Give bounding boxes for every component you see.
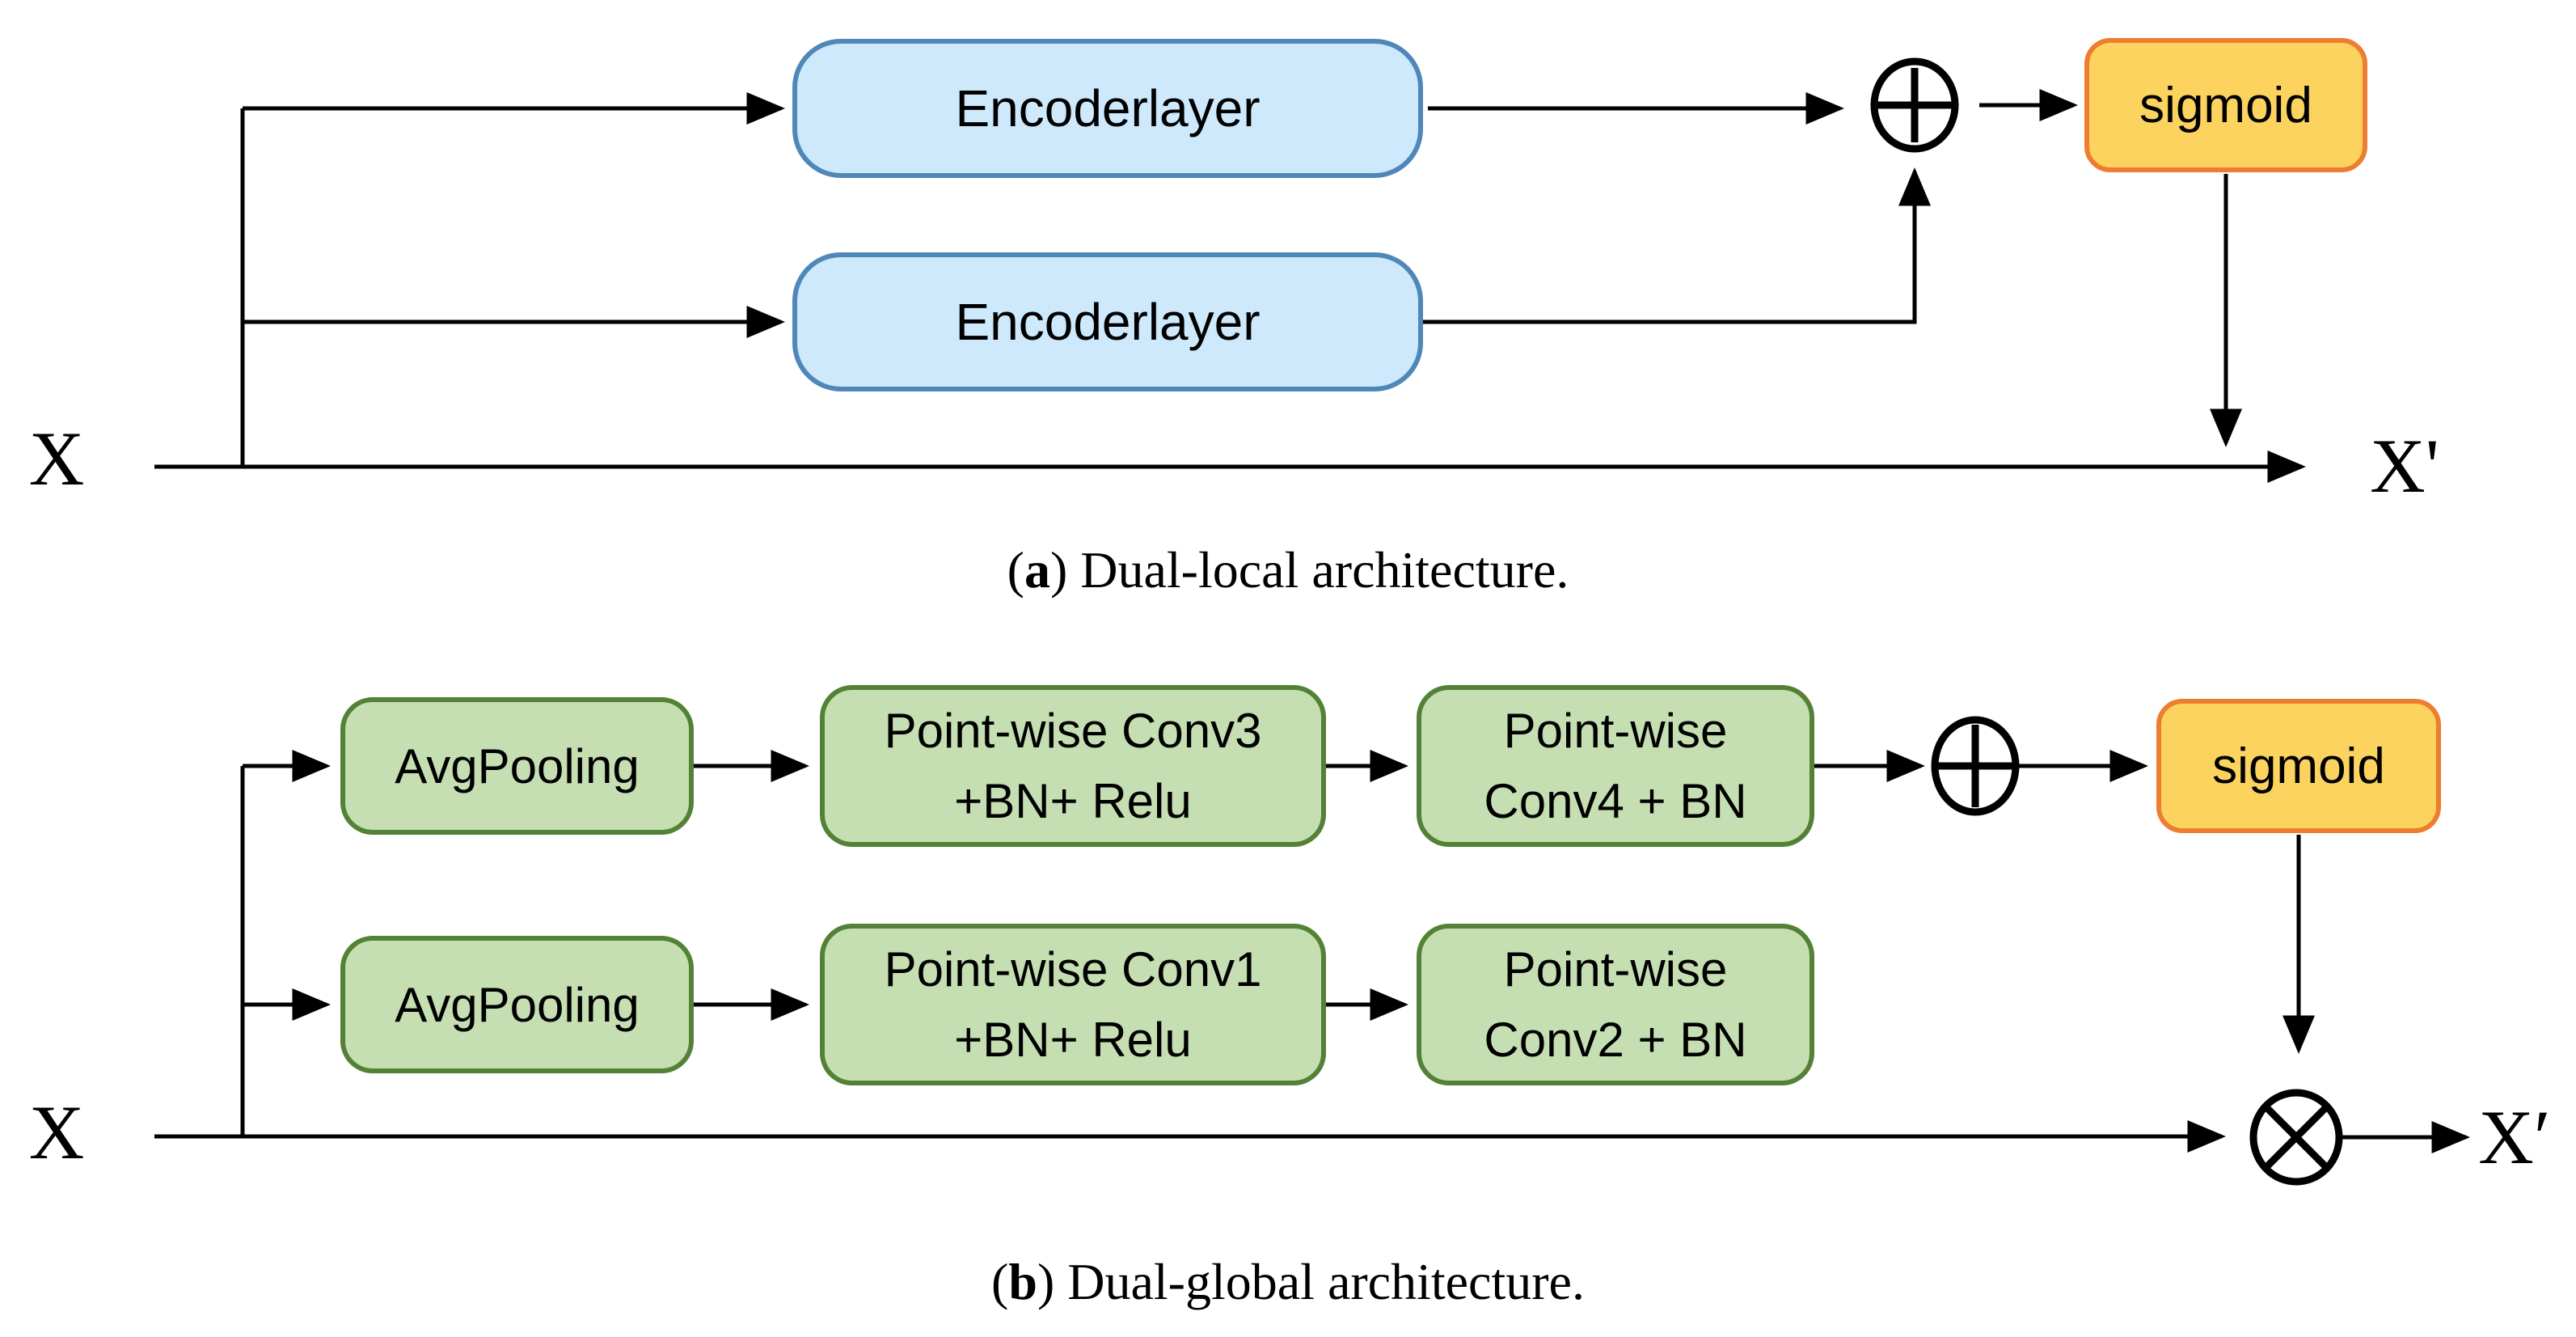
input-x-b-label: X bbox=[28, 1089, 85, 1175]
sigmoid-b-label: sigmoid bbox=[2212, 738, 2385, 794]
encoder-layer-bottom-box: Encoderlayer bbox=[792, 252, 1423, 391]
multiply-operator-b-icon bbox=[2249, 1089, 2343, 1186]
output-x-prime-b-label: X′ bbox=[2478, 1094, 2551, 1180]
caption-b-rest: ) Dual-global architecture. bbox=[1037, 1253, 1585, 1310]
avgpool-top-box: AvgPooling bbox=[340, 697, 694, 835]
sigmoid-a-box: sigmoid bbox=[2084, 38, 2367, 172]
pointwise-conv3-line2: +BN+ Relu bbox=[954, 774, 1192, 828]
pointwise-conv3-box: Point-wise Conv3 +BN+ Relu bbox=[820, 685, 1326, 847]
pointwise-conv2-line1: Point-wise bbox=[1503, 942, 1728, 996]
caption-a-rest: ) Dual-local architecture. bbox=[1049, 541, 1569, 599]
encoder-layer-top-box: Encoderlayer bbox=[792, 39, 1423, 178]
caption-b-letter: b bbox=[1008, 1253, 1037, 1310]
pointwise-conv1-line1: Point-wise Conv1 bbox=[884, 942, 1262, 996]
pointwise-conv4-line1: Point-wise bbox=[1503, 704, 1728, 758]
caption-b: (b) Dual-global architecture. bbox=[0, 1252, 2576, 1312]
caption-a-open: ( bbox=[1007, 541, 1024, 599]
input-x-a-label: X bbox=[28, 416, 85, 501]
caption-b-open: ( bbox=[991, 1253, 1009, 1310]
caption-a-letter: a bbox=[1024, 541, 1050, 599]
sigmoid-b-box: sigmoid bbox=[2156, 699, 2441, 833]
pointwise-conv4-line2: Conv4 + BN bbox=[1484, 774, 1747, 828]
pointwise-conv1-line2: +BN+ Relu bbox=[954, 1013, 1192, 1067]
pointwise-conv2-box: Point-wise Conv2 + BN bbox=[1417, 924, 1814, 1085]
pointwise-conv1-box: Point-wise Conv1 +BN+ Relu bbox=[820, 924, 1326, 1085]
sum-operator-a-icon bbox=[1870, 57, 1959, 153]
panel-a-wires bbox=[154, 89, 2306, 483]
encoder-layer-bottom-label: Encoderlayer bbox=[955, 293, 1261, 351]
output-x-prime-a-label: X' bbox=[2370, 423, 2439, 509]
pointwise-conv3-line1: Point-wise Conv3 bbox=[884, 704, 1262, 758]
a-encoder2-to-sum-arrow bbox=[1423, 167, 1931, 324]
encoder-layer-top-label: Encoderlayer bbox=[955, 79, 1261, 138]
pointwise-conv2-line2: Conv2 + BN bbox=[1484, 1013, 1747, 1067]
sum-operator-b-icon bbox=[1931, 716, 2020, 816]
avgpool-top-label: AvgPooling bbox=[395, 738, 640, 793]
panel-b-wires bbox=[154, 750, 2470, 1153]
pointwise-conv4-box: Point-wise Conv4 + BN bbox=[1417, 685, 1814, 847]
avgpool-bottom-box: AvgPooling bbox=[340, 936, 694, 1073]
avgpool-bottom-label: AvgPooling bbox=[395, 977, 640, 1032]
caption-a: (a) Dual-local architecture. bbox=[0, 540, 2576, 600]
sigmoid-a-label: sigmoid bbox=[2139, 77, 2312, 133]
